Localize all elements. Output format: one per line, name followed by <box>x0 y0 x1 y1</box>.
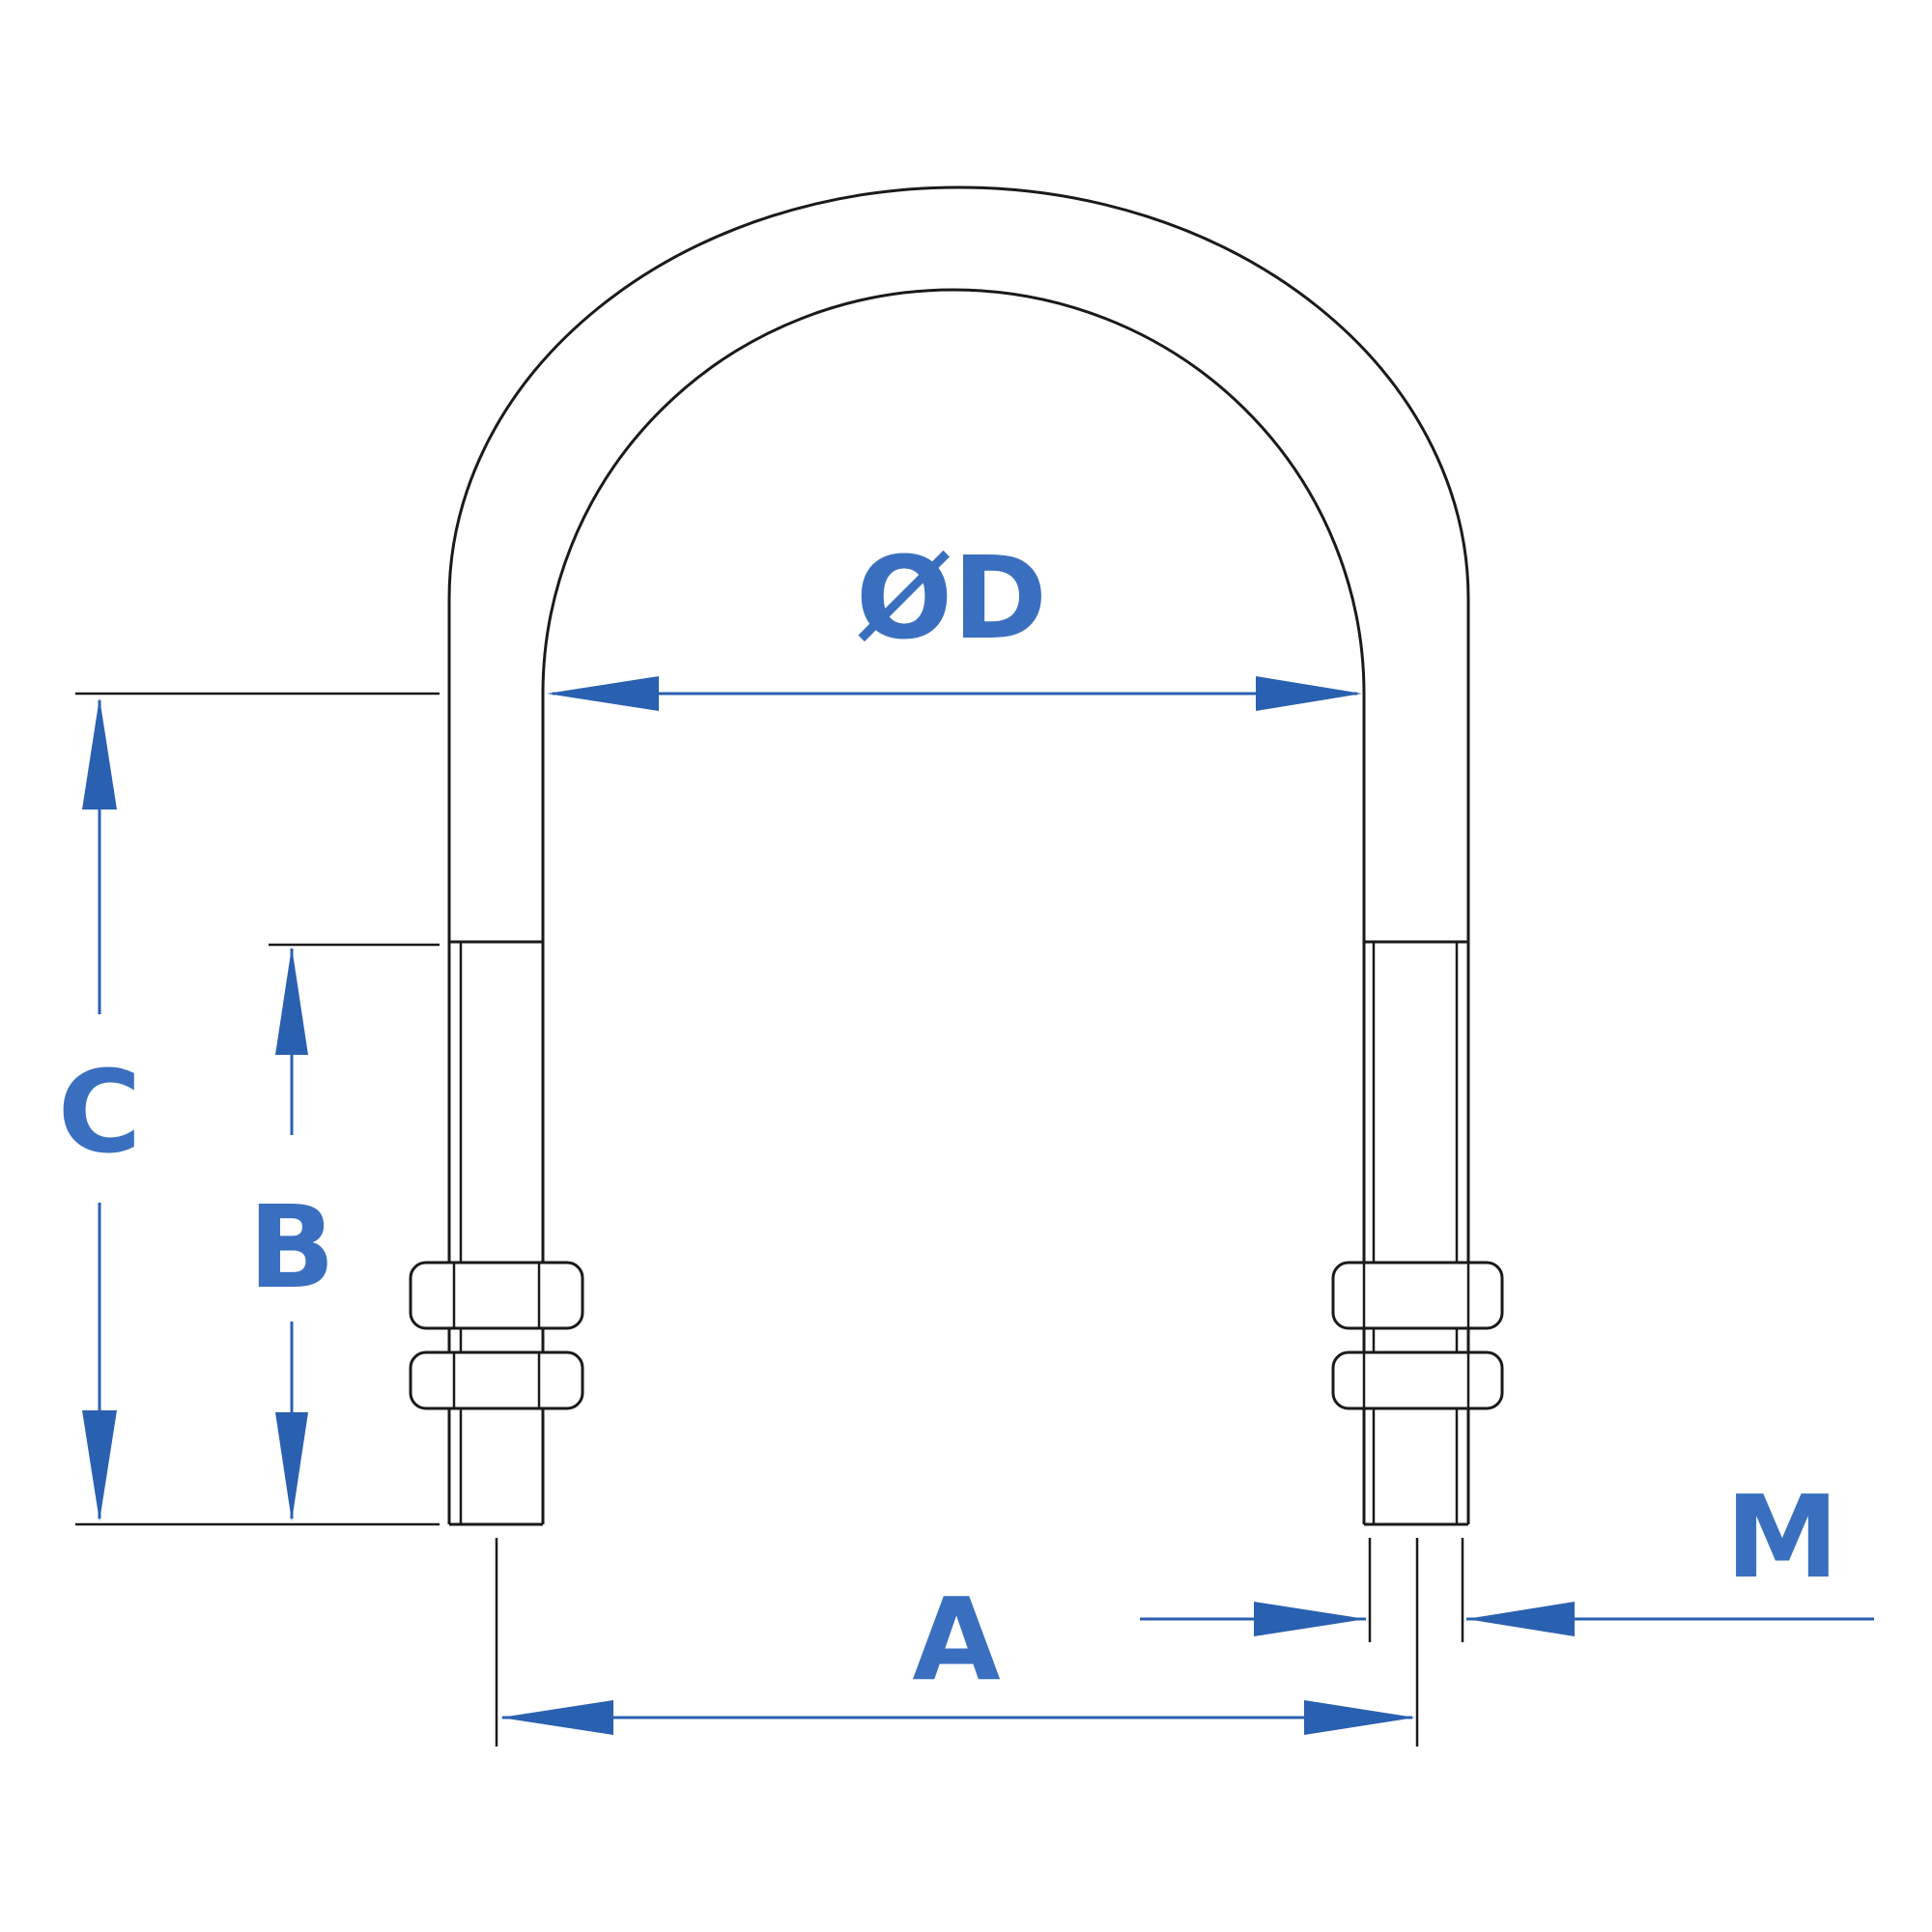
c-label: C <box>58 1045 142 1179</box>
left-lower-nut <box>409 1350 584 1410</box>
right-lower-nut <box>1331 1350 1504 1410</box>
u-bolt <box>447 185 1470 1526</box>
d-diameter-label: ØD <box>856 531 1047 665</box>
d-left-arrow <box>547 676 659 711</box>
b-up-arrow <box>275 947 308 1055</box>
m-label: M <box>1725 1470 1838 1604</box>
extension-lines <box>75 692 1464 1747</box>
c-down-arrow <box>82 1410 117 1521</box>
left-upper-nut <box>409 1261 584 1330</box>
c-up-arrow <box>82 697 117 810</box>
a-right-arrow <box>1304 1700 1415 1735</box>
dimension-c: C <box>58 697 142 1521</box>
right-upper-nut <box>1331 1261 1504 1330</box>
a-left-arrow <box>500 1700 613 1735</box>
m-right-arrow <box>1466 1602 1575 1636</box>
u-bolt-inner-edge <box>541 288 1366 1524</box>
dimension-m: M <box>1140 1470 1874 1636</box>
m-left-arrow <box>1254 1602 1366 1636</box>
dimension-b: B <box>248 947 335 1521</box>
dimension-d: ØD <box>547 531 1362 711</box>
d-right-arrow <box>1256 676 1362 711</box>
right-nuts <box>1331 1261 1504 1410</box>
u-bolt-outer-edge <box>447 185 1470 1524</box>
b-down-arrow <box>275 1412 308 1521</box>
left-nuts <box>409 1261 584 1410</box>
a-label: A <box>912 1573 1000 1706</box>
dimension-a: A <box>500 1573 1415 1735</box>
b-label: B <box>248 1180 335 1314</box>
